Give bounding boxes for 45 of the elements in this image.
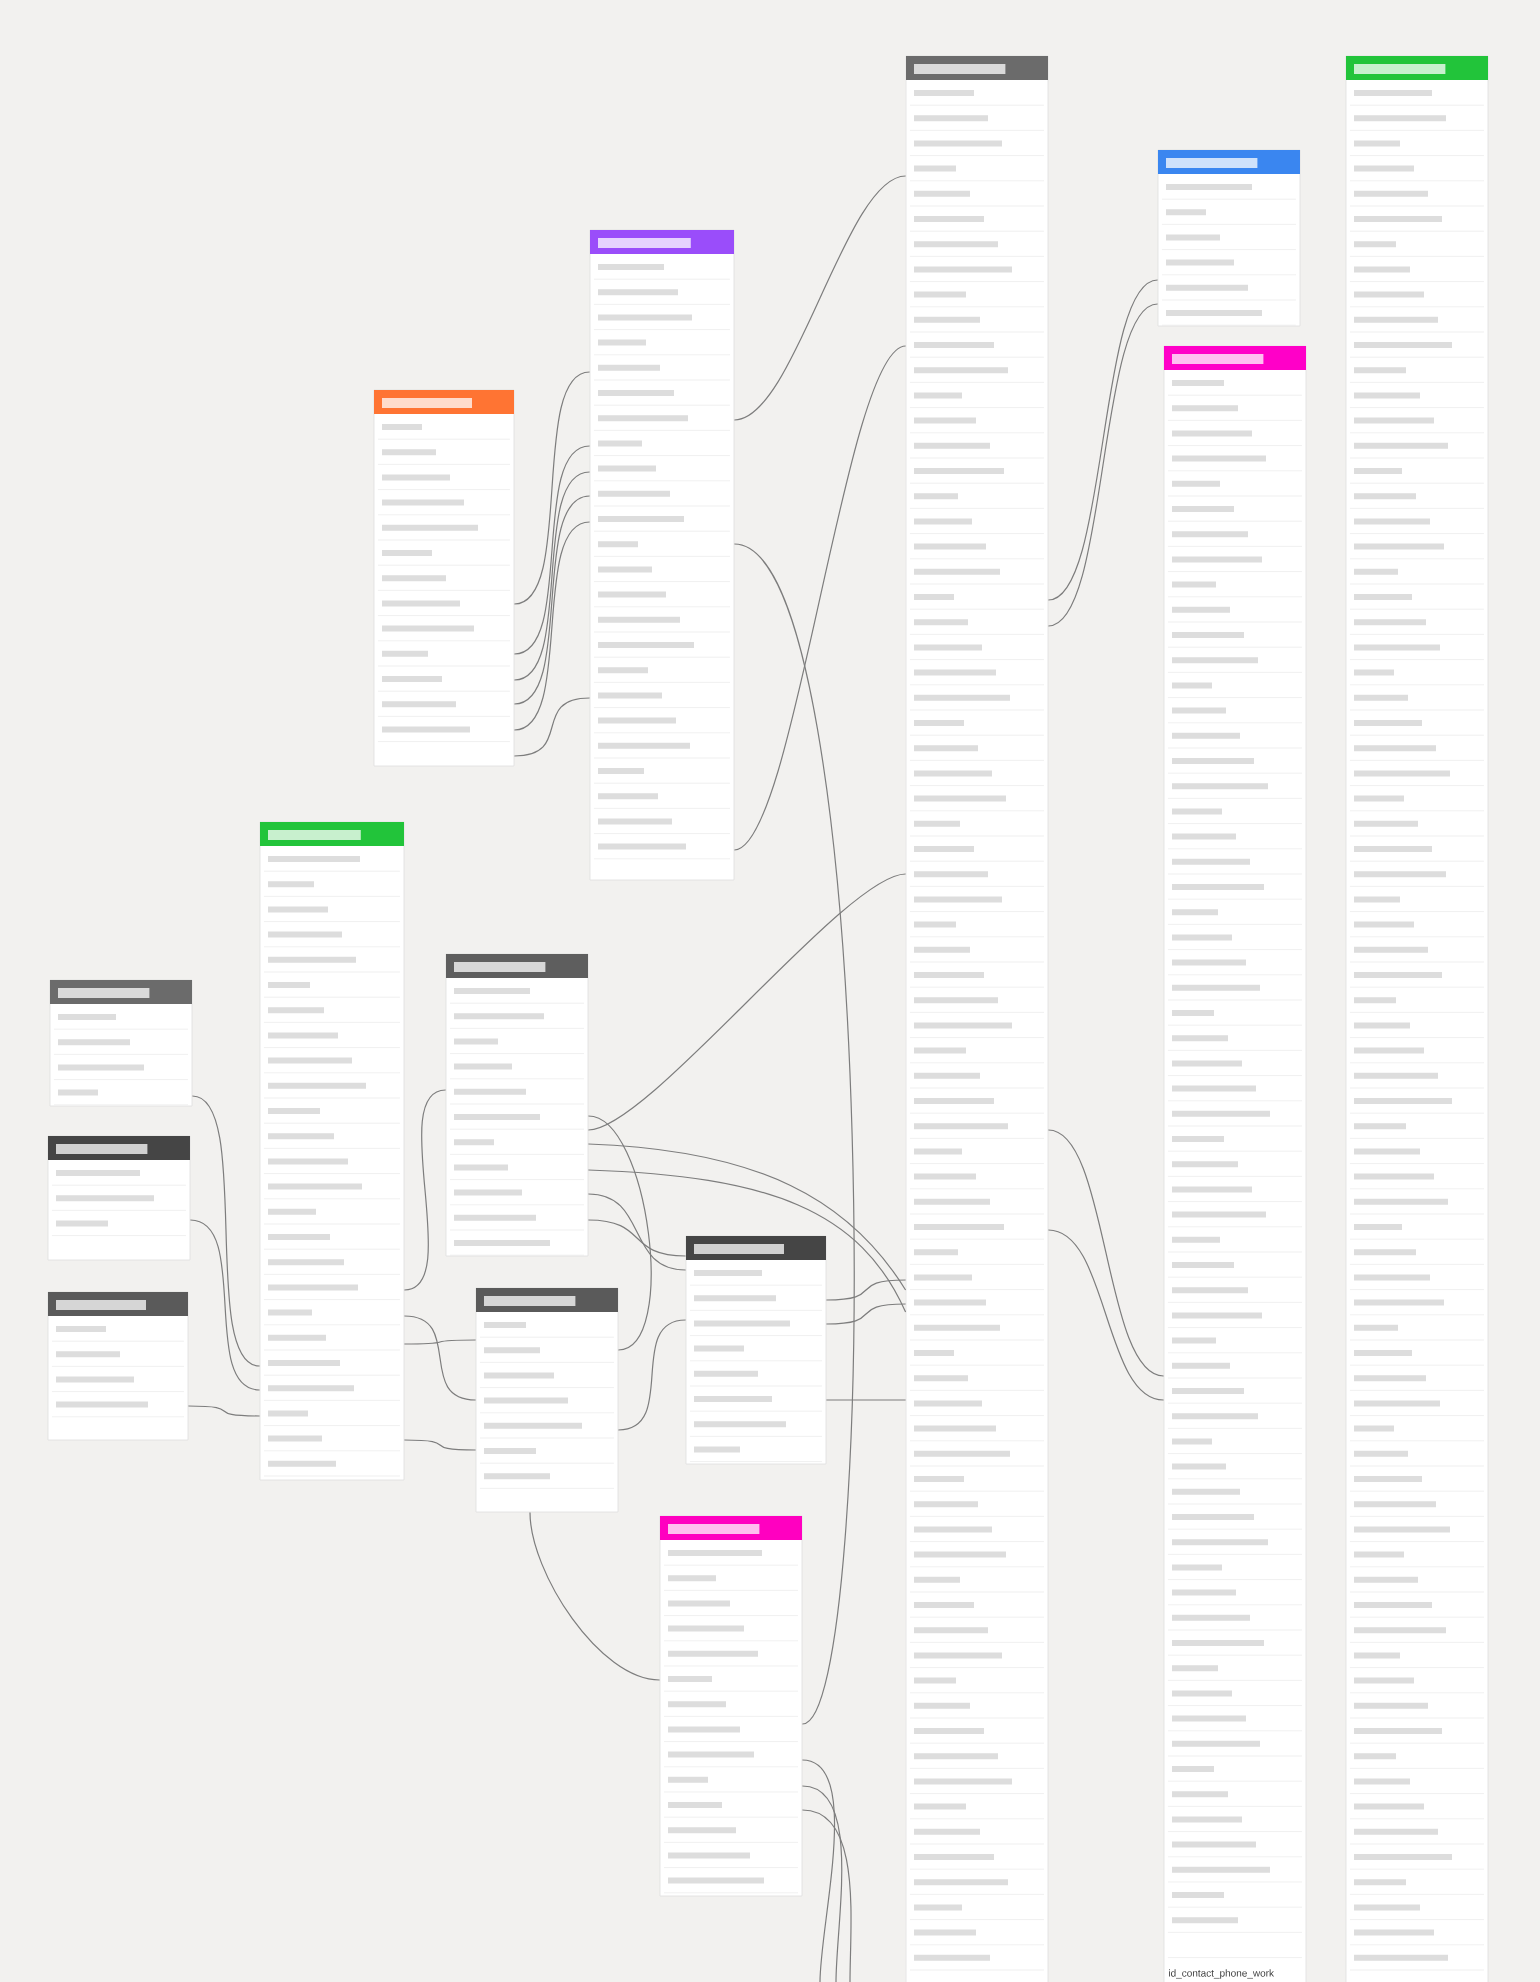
connector-line xyxy=(187,1405,261,1417)
connector-line xyxy=(587,873,907,1131)
connector-line xyxy=(513,371,591,605)
table-box xyxy=(659,1515,803,1897)
connector-line xyxy=(513,495,591,705)
table-box xyxy=(49,979,193,1107)
connector-line xyxy=(587,1143,907,1291)
connector-line xyxy=(403,1339,477,1345)
connector-line xyxy=(587,1219,687,1257)
connector-line xyxy=(513,471,591,681)
connector-line xyxy=(587,1169,907,1313)
connector-line xyxy=(587,1193,687,1271)
connector-line xyxy=(513,521,591,731)
table-box xyxy=(1345,55,1489,1982)
connector-line xyxy=(801,1759,836,1982)
connector-line xyxy=(801,1785,843,1982)
connector-line xyxy=(587,1115,652,1351)
table-box xyxy=(475,1287,619,1513)
connector-line xyxy=(733,175,907,421)
table-box xyxy=(47,1135,191,1261)
table-box xyxy=(905,55,1049,1982)
connector-line xyxy=(733,345,907,851)
connector-line xyxy=(513,697,591,757)
table-box xyxy=(445,953,589,1257)
connector-line xyxy=(825,1399,907,1401)
table-box xyxy=(47,1291,189,1441)
table-box xyxy=(589,229,735,881)
connector-line xyxy=(529,1511,661,1681)
connector-line xyxy=(403,1315,477,1401)
connector-line xyxy=(403,1089,447,1291)
table-box xyxy=(259,821,405,1481)
table-box xyxy=(1157,149,1301,327)
connector-line xyxy=(825,1303,907,1325)
connector-line xyxy=(801,1809,852,1982)
connector-line xyxy=(403,1439,477,1451)
connector-line xyxy=(1047,1129,1165,1377)
connector-line xyxy=(191,1095,261,1367)
connector-line xyxy=(1047,1229,1165,1401)
table-box xyxy=(685,1235,827,1465)
connector-line xyxy=(825,1279,907,1301)
connector-line xyxy=(189,1219,261,1391)
connector-line xyxy=(733,543,855,1725)
table-box xyxy=(373,389,515,767)
connector-line xyxy=(513,445,591,655)
connector-line xyxy=(617,1319,687,1431)
